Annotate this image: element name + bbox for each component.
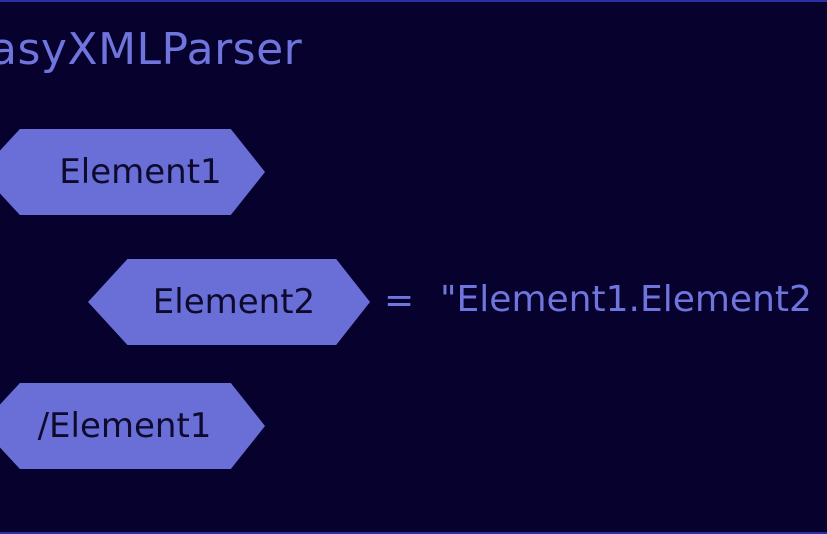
equals-sign: = [384,280,415,321]
element1-open-tag: Element1 [0,129,265,215]
element2-tag: Element2 [88,259,370,345]
element1-close-label: /Element1 [37,406,212,446]
element2-label: Element2 [152,282,316,322]
diagram-title: asyXMLParser [0,24,303,75]
element1-close-tag: /Element1 [0,383,265,469]
element1-open-label: Element1 [59,152,222,192]
element-path-value: "Element1.Element2 [440,279,812,320]
